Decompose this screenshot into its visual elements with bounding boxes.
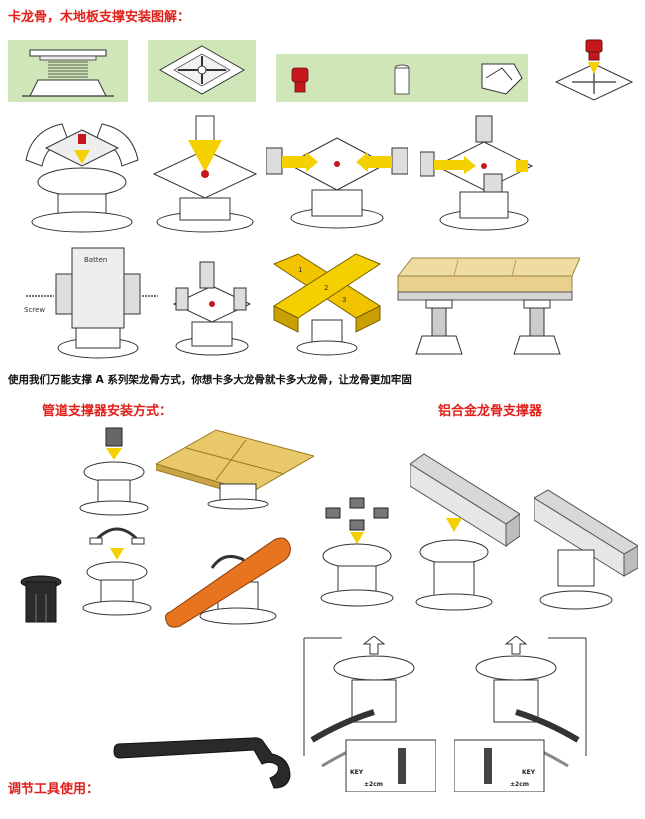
step-insert-tube [146,110,264,238]
corner-clip-icon [481,63,523,95]
insert-tube-diagram [152,115,258,233]
joist-note: 使用我们万能支撑 A 系列架龙骨方式，你想卡多大龙骨就卡多大龙骨，让龙骨更加牢固 [8,374,412,386]
step-batten-screw: Batten Screw [24,244,160,362]
rail-mounted-diagram [534,489,638,610]
pipe-step-clamp [82,520,152,616]
rail-insert-diagram [410,453,520,611]
red-cap-icon [291,67,309,93]
pedestal-side-view [22,49,114,97]
key-label-right: KEY [522,769,536,776]
pipe-on-pedestal [164,520,292,628]
pipe-pedestal-diagram [165,537,291,628]
cross-beams-diagram: 1 2 3 [272,253,382,356]
beam-label-3: 3 [342,296,346,304]
tool-use-left: KEY ±2cm [302,636,436,792]
aluminum-section-title: 铝合金龙骨支撑器 [438,404,543,419]
white-tube-icon [394,64,410,95]
accessories [291,63,523,95]
step-side-clips [266,118,408,234]
main-title: 卡龙骨，木地板支撑安装图解： [8,10,191,25]
beam-label-2: 2 [324,284,328,292]
pipe-step-insert [78,424,150,516]
adapter-icon [20,575,62,623]
pedestal-side-view-panel [8,40,128,102]
step-cross-beams: 1 2 3 [268,250,386,360]
step-hand-press-head [22,110,142,238]
pipe-clamp-diagram [82,527,152,616]
deck-pedestals-diagram [396,257,580,355]
step-four-clips [420,112,548,234]
pedestal-right [513,299,561,355]
tiles-pedestal-diagram [156,429,314,510]
cap-insert [554,39,634,101]
tool-section-title: 调节工具使用： [8,782,100,797]
four-clips-diagram [420,115,534,231]
aluminum-rail-mounted [534,488,638,616]
wrench-icon [113,737,291,789]
step-deck-on-pedestals [396,254,580,360]
cap-insert-diagram [548,34,640,106]
aluminum-step-clips [318,494,398,610]
pipe-section-title: 管道支撑器安装方式： [42,404,173,419]
tool-use-right: KEY ±2cm [454,636,588,792]
side-clips-diagram [266,137,408,229]
clamp-adapter-part [18,574,64,632]
accessories-panel [276,54,528,102]
adjustment-wrench [112,718,296,790]
dim-label-left: ±2cm [364,781,383,788]
batten-screw-diagram: Batten Screw [24,247,158,359]
pipe-insert-diagram [79,427,149,516]
pedestal-head-top-panel [148,40,256,102]
aluminum-clips-diagram [320,497,394,607]
hand-press-diagram [25,123,139,233]
screw-label: Screw [24,306,45,314]
beam-label-1: 1 [298,266,302,274]
clips-assembled-diagram [172,261,252,356]
pedestal-head-top [158,45,246,95]
tool-use-right-diagram: KEY ±2cm [454,636,587,792]
dim-label-right: ±2cm [510,781,529,788]
pedestal-left [415,299,463,355]
key-label-left: KEY [350,769,364,776]
pipe-tiles-on-pedestal [156,428,314,510]
tool-use-left-diagram: KEY ±2cm [303,636,436,792]
batten-label: Batten [84,256,107,264]
step-clips-assembled [166,256,258,358]
aluminum-step-rail-insert [410,452,520,616]
